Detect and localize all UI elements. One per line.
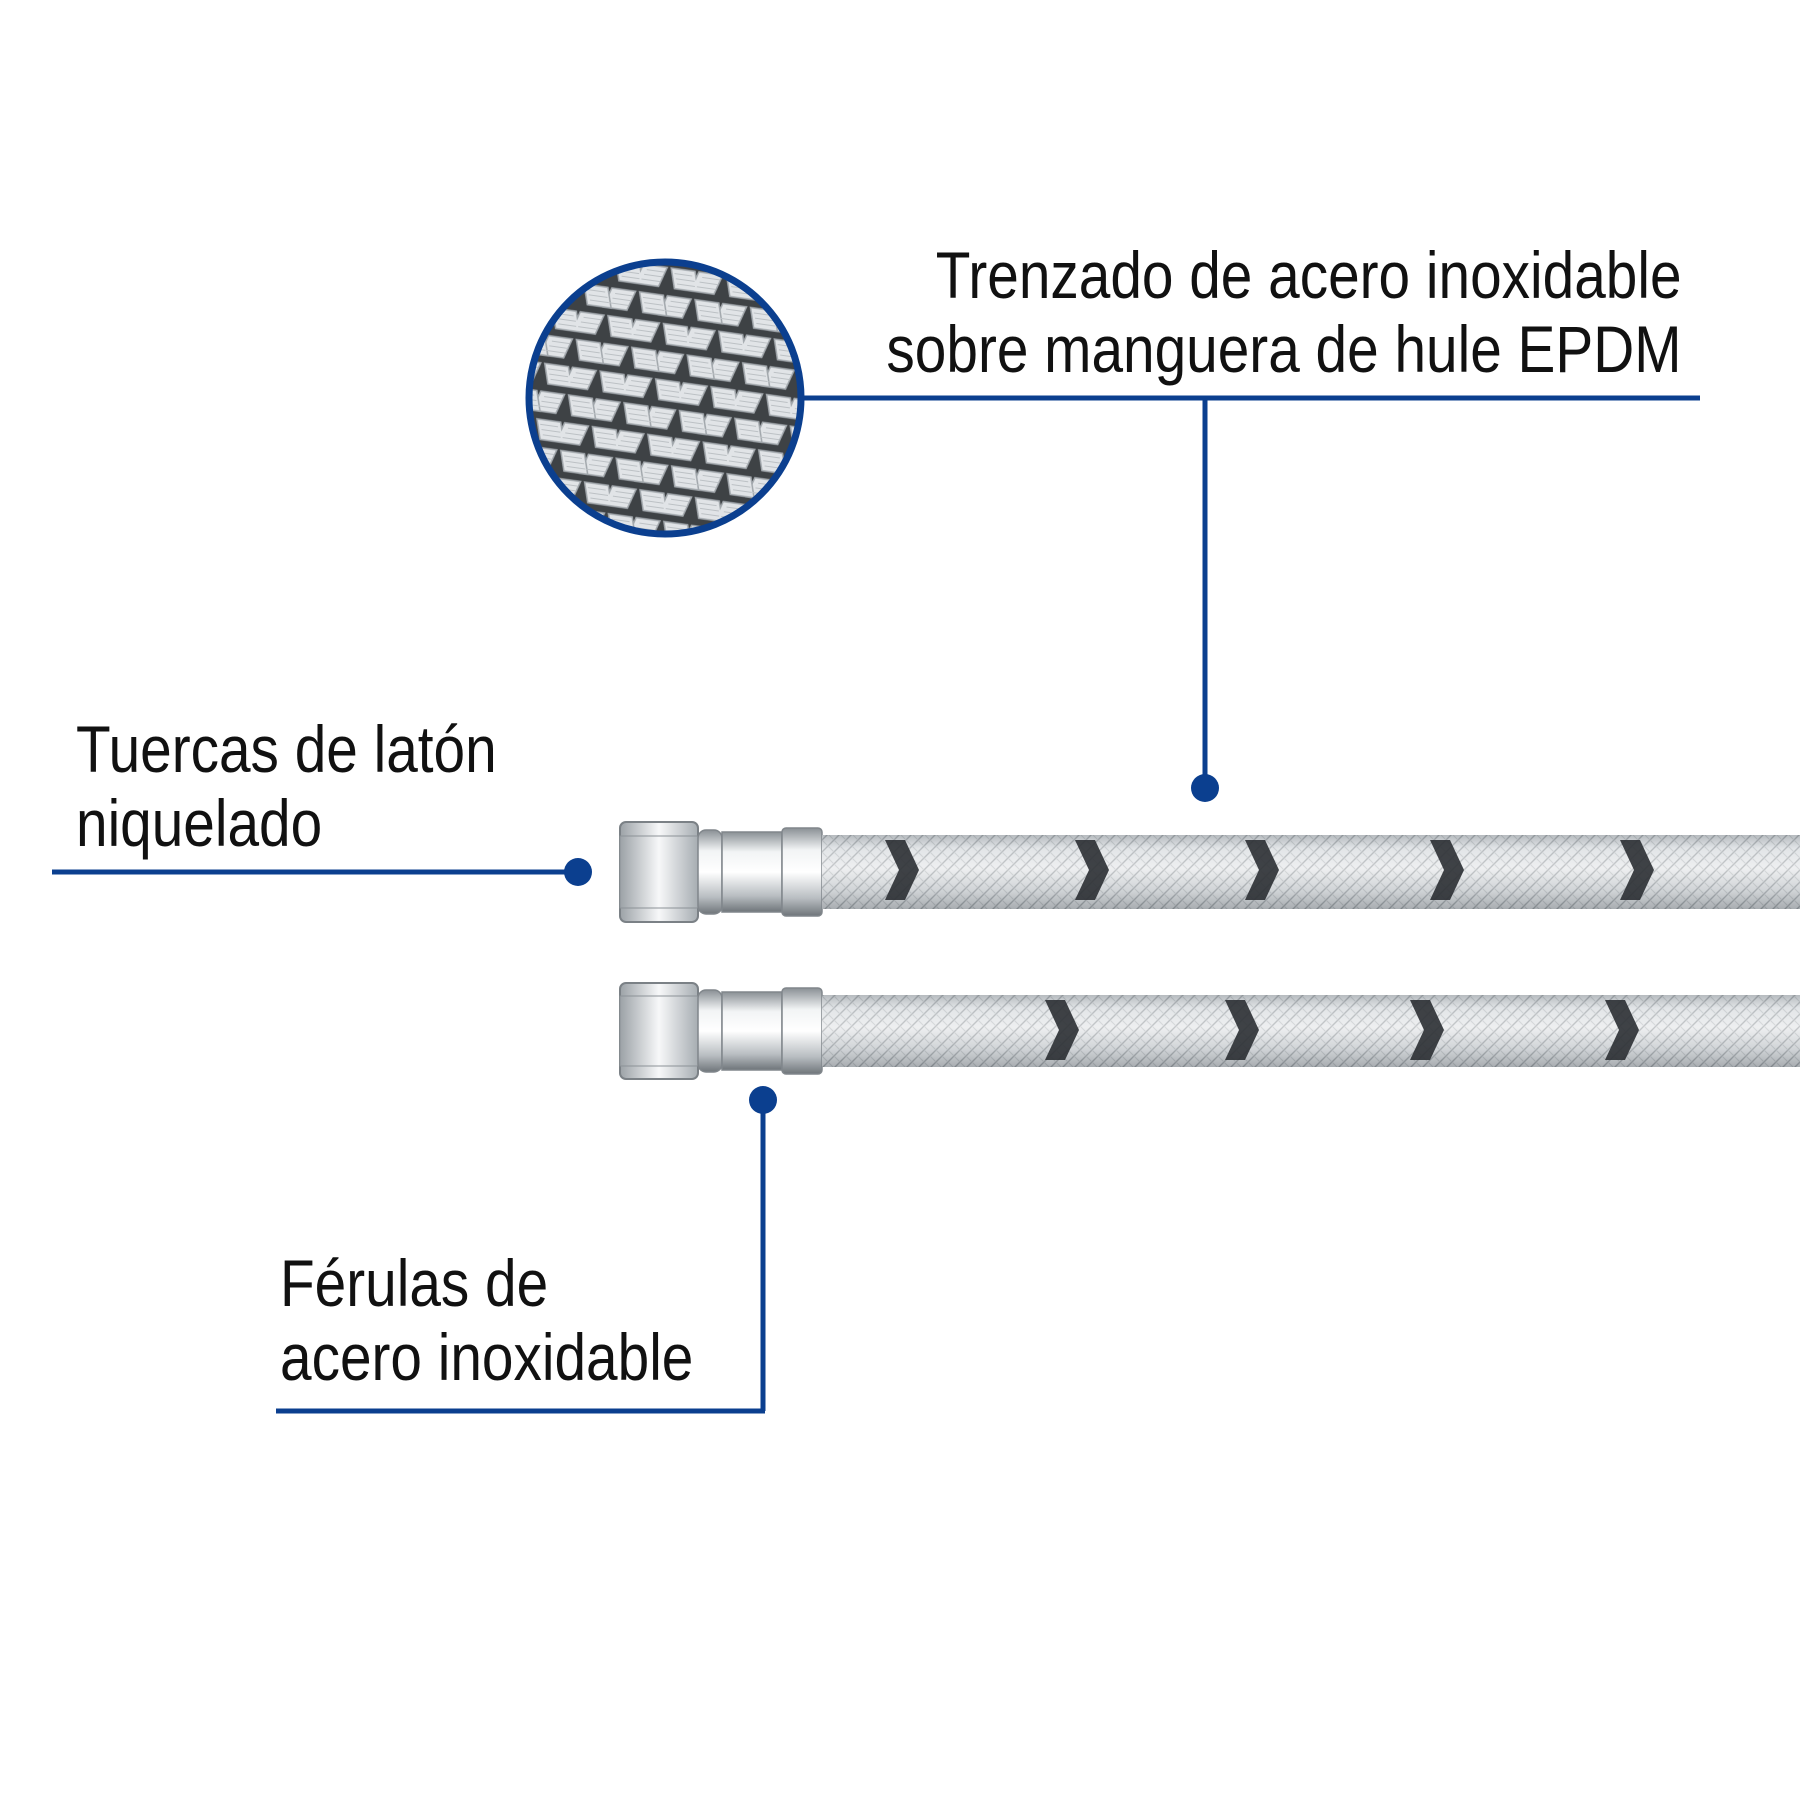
ferrules-callout-lines — [276, 1100, 766, 1414]
braid-callout-line1: Trenzado de acero inoxidable — [936, 238, 1682, 312]
nuts-callout-line1: Tuercas de latón — [76, 712, 497, 786]
ferrules-callout-line2: acero inoxidable — [280, 1320, 694, 1394]
callout-dot-icon — [749, 1086, 777, 1114]
callout-dot-icon — [564, 858, 592, 886]
braid-callout-line2: sobre manguera de hule EPDM — [886, 312, 1682, 386]
ferrules-callout-line1: Férulas de — [280, 1246, 549, 1320]
braid-closeup-icon — [525, 258, 805, 538]
ferrules-callout-label: Férulas de acero inoxidable — [280, 1246, 693, 1394]
braid-callout-label: Trenzado de acero inoxidable sobre mangu… — [887, 238, 1682, 386]
callout-dot-icon — [1191, 774, 1219, 802]
nuts-callout-line2: niquelado — [76, 786, 323, 860]
braid-callout-lines — [801, 395, 1700, 785]
hose-bottom — [619, 982, 1800, 1080]
nuts-callout-label: Tuercas de latón niquelado — [76, 712, 497, 860]
hose-top — [619, 821, 1800, 923]
